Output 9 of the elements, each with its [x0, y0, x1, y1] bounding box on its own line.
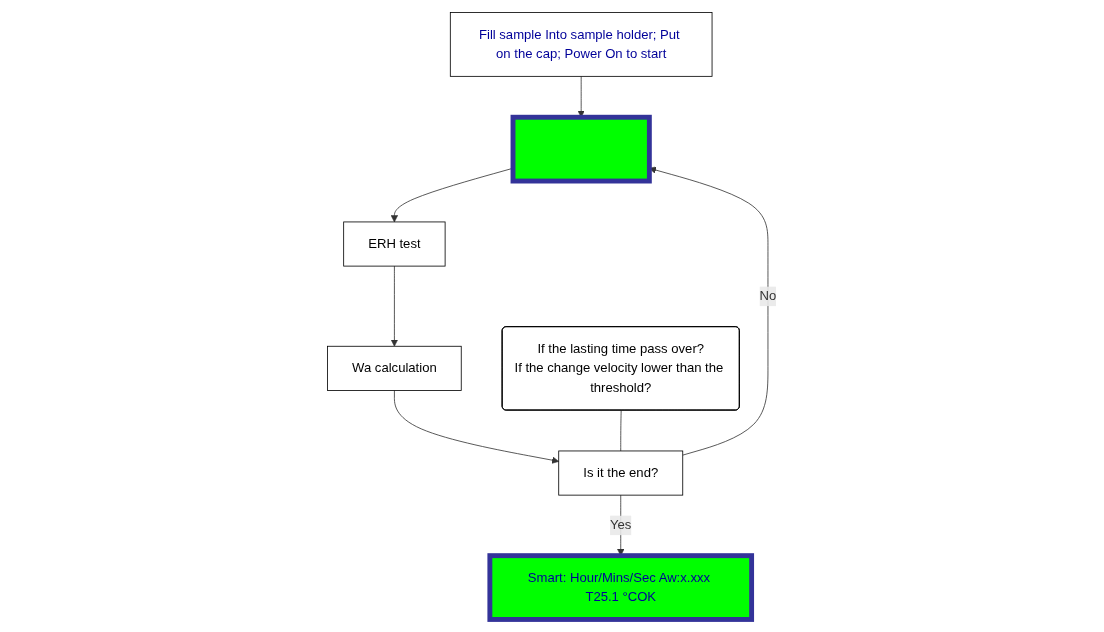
node-box: Fill sample Into sample holder; Put on the cap; Power On to start — [449, 12, 713, 77]
node-box: Wa calculation — [327, 345, 462, 391]
node-box — [510, 114, 652, 184]
edge-label: No — [759, 289, 777, 303]
node-box: ERH test — [343, 221, 446, 267]
edge-label: Yes — [610, 518, 632, 532]
node-box: Is it the end? — [558, 450, 684, 496]
node-box: Smart: Hour/Mins/Sec Aw:x.xxx T25.1 °COK — [487, 553, 755, 622]
connector — [620, 410, 622, 452]
